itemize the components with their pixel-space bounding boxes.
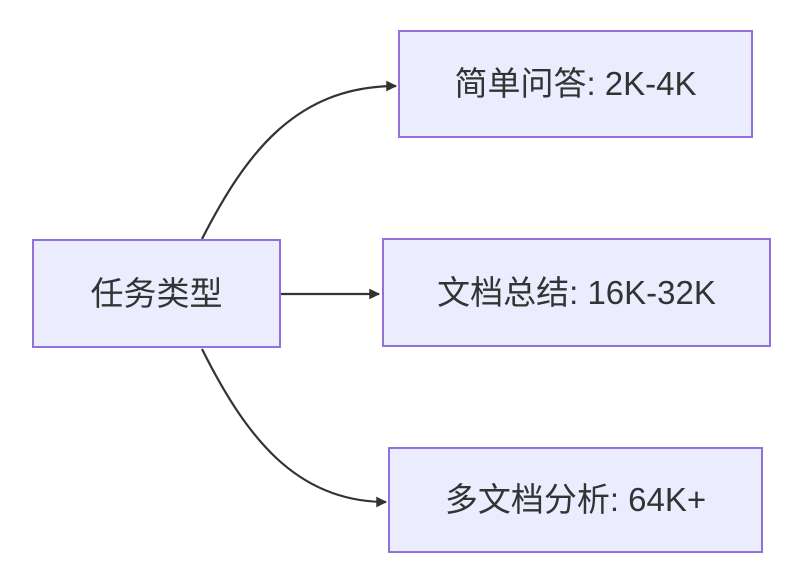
node-simple-qa: 简单问答: 2K-4K <box>398 30 753 138</box>
node-multi-doc-analysis: 多文档分析: 64K+ <box>388 447 763 553</box>
node-task-type: 任务类型 <box>32 239 281 348</box>
node-simple-qa-label: 简单问答: 2K-4K <box>454 65 697 103</box>
edge-root-to-simple-qa <box>201 80 398 240</box>
edge-root-to-multi-doc <box>201 348 388 508</box>
node-task-type-label: 任务类型 <box>90 274 223 312</box>
node-multi-doc-analysis-label: 多文档分析: 64K+ <box>444 481 707 519</box>
node-doc-summary-label: 文档总结: 16K-32K <box>437 273 716 311</box>
node-doc-summary: 文档总结: 16K-32K <box>382 238 771 347</box>
